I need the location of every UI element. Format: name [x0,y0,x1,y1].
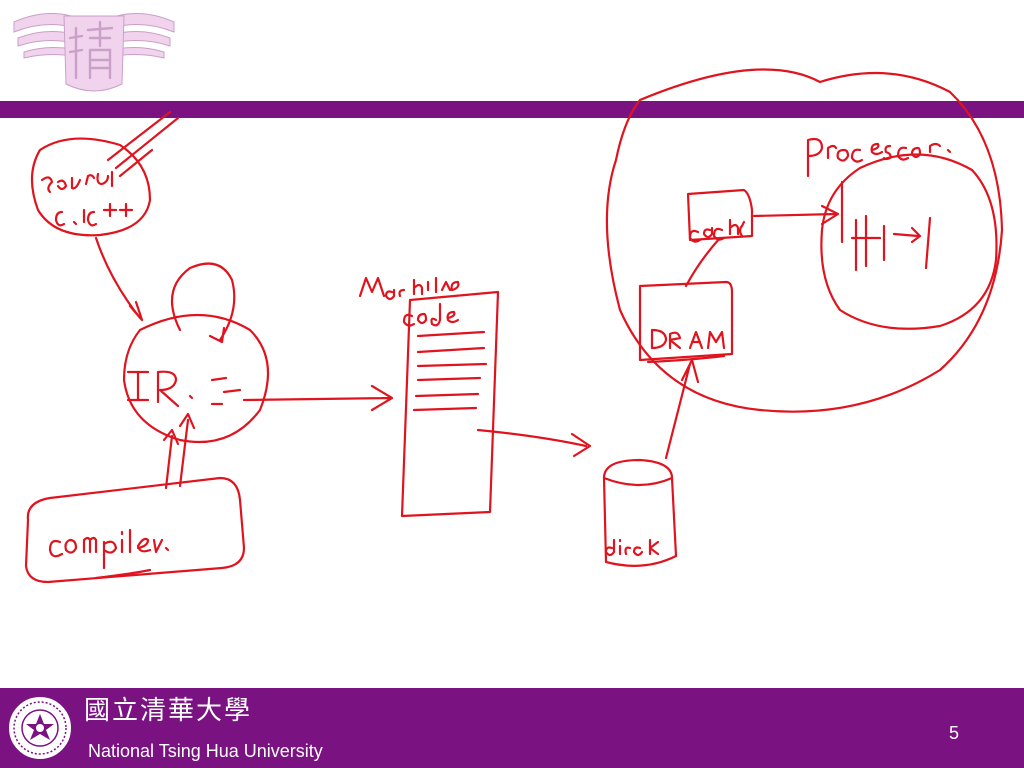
memory-system-circle [605,68,1004,413]
compiler-text [48,528,170,570]
cpp-text [54,202,134,227]
cache-text [688,218,746,243]
pipeline-stages [840,180,932,272]
processor-circle [820,153,998,330]
arrow-ir-to-code [242,384,394,412]
ir-loop [170,262,236,344]
footer-bar: 國立清華大學 National Tsing Hua University 5 [0,688,1024,768]
arrow-dram-to-cache [684,236,722,288]
source-strikes [106,110,180,178]
source-bubble [30,137,152,237]
university-name-chinese: 國立清華大學 [84,696,253,726]
disk-top [602,476,674,487]
processor-text [806,137,952,178]
ir-text [126,370,242,408]
disk-text [604,538,660,557]
source-text [40,170,114,194]
compiler-box [24,476,246,584]
university-name-english: National Tsing Hua University [88,741,323,761]
machine-code-doc [400,290,500,518]
arrow-code-to-disk [476,428,592,458]
code-lines [412,330,488,412]
ir-bubble [122,314,270,444]
arrow-source-to-ir [94,236,144,322]
university-seal [7,695,73,761]
code-text [402,302,460,327]
dram-text [650,328,726,350]
disk-cylinder [602,458,678,567]
cache-box [686,188,754,242]
arrows-compiler-to-ir [162,412,196,490]
machine-text [358,276,460,301]
arrow-disk-to-dram [664,358,700,460]
page-number: 5 [948,723,959,743]
compiler-underline [94,568,152,580]
university-logo [13,13,175,92]
header-bar [0,101,1024,118]
dram-box [638,280,734,362]
dram-underline [646,354,726,364]
